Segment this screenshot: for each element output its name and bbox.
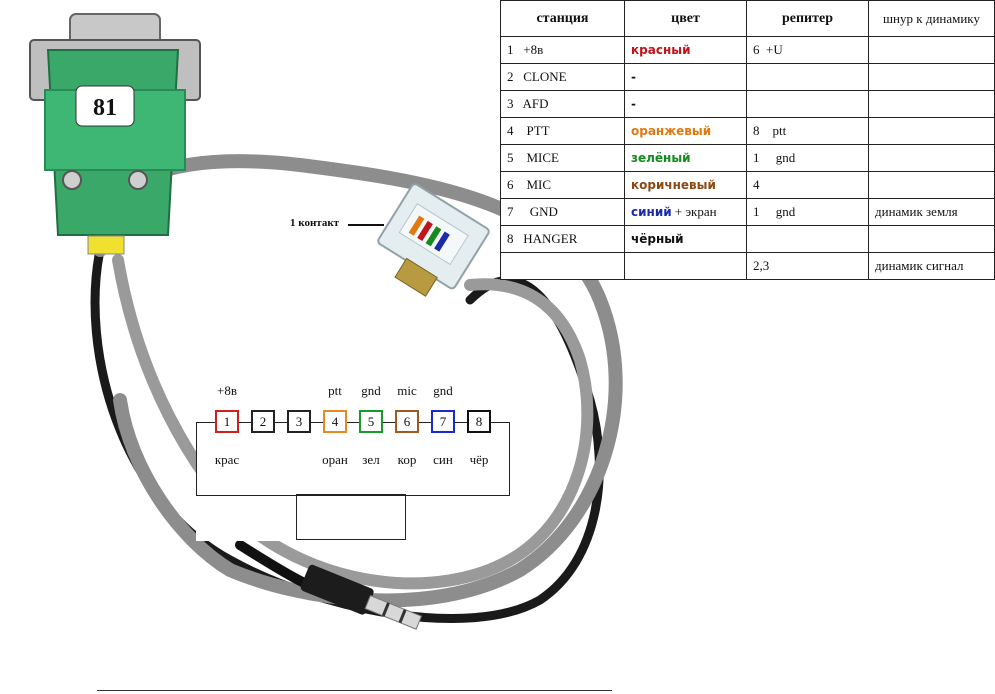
cell-station (500, 252, 625, 280)
header-color: цвет (624, 0, 747, 37)
cell-station: 4 PTT (500, 117, 625, 145)
contact-pointer-line (348, 224, 384, 226)
table-header-row: станция цвет репитер шнур к динамику (500, 0, 995, 37)
pin-color-abbr: зел (362, 452, 380, 467)
table-row: 6 MIC коричневый 4 (500, 171, 995, 199)
color-word: чёрный (631, 232, 684, 246)
cell-repeater: 8 ptt (746, 117, 869, 145)
cell-speaker (868, 63, 995, 91)
header-speaker-cord: шнур к динамику (868, 0, 995, 37)
pin-signal-label: gnd (361, 383, 381, 398)
cell-color: синий + экран (624, 198, 747, 226)
table-row: 1 +8в красный 6 +U (500, 36, 995, 64)
cell-repeater: 2,3 (746, 252, 869, 280)
pin-box: 5 (359, 410, 383, 433)
cell-speaker (868, 171, 995, 199)
color-extra: + экран (671, 204, 717, 219)
cell-station: 1 +8в (500, 36, 625, 64)
color-word: оранжевый (631, 124, 712, 138)
color-word: коричневый (631, 178, 716, 192)
connector-outline (196, 422, 510, 496)
cell-speaker (868, 144, 995, 172)
pin-box: 7 (431, 410, 455, 433)
cell-repeater: 1 gnd (746, 198, 869, 226)
pin-box: 3 (287, 410, 311, 433)
cell-repeater (746, 225, 869, 253)
pin-box: 6 (395, 410, 419, 433)
color-word: красный (631, 43, 691, 57)
cell-repeater (746, 63, 869, 91)
cell-speaker (868, 225, 995, 253)
plug-label: 81 (93, 95, 117, 121)
cell-station: 2 CLONE (500, 63, 625, 91)
cell-station: 6 MIC (500, 171, 625, 199)
cell-speaker: динамик сигнал (868, 252, 995, 280)
table-row: 5 MICE зелёный 1 gnd (500, 144, 995, 172)
color-word: синий (631, 205, 672, 219)
pin-box: 2 (251, 410, 275, 433)
contact-label: 1 контакт (290, 217, 340, 229)
cell-station: 3 AFD (500, 90, 625, 118)
pin-color-abbr: крас (214, 452, 240, 467)
cell-repeater (746, 90, 869, 118)
connector-latch-outline (296, 494, 406, 540)
cell-speaker (868, 90, 995, 118)
cell-color: - (624, 63, 747, 91)
cell-color: коричневый (624, 171, 747, 199)
pin-color-abbr: чёр (469, 452, 489, 467)
pin-signal-label: mic (397, 383, 417, 398)
rj45-plug (377, 183, 490, 297)
audio-jack (300, 564, 423, 630)
pin-table: станция цвет репитер шнур к динамику 1 +… (500, 0, 995, 280)
pin-color-abbr: син (433, 452, 453, 467)
table-row: 3 AFD- (500, 90, 995, 118)
cell-repeater: 6 +U (746, 36, 869, 64)
cell-station: 5 MICE (500, 144, 625, 172)
pin-box: 8 (467, 410, 491, 433)
color-word: зелёный (631, 151, 691, 165)
pin-box: 4 (323, 410, 347, 433)
bottom-rule (97, 690, 612, 691)
cell-color: - (624, 90, 747, 118)
pin-signal-label: ptt (328, 383, 342, 398)
cell-speaker (868, 36, 995, 64)
cell-color: оранжевый (624, 117, 747, 145)
pin-signal-label: +8в (217, 383, 237, 398)
pin-color-abbr: оран (322, 452, 348, 467)
cell-color: красный (624, 36, 747, 64)
table-row: 4 PTT оранжевый 8 ptt (500, 117, 995, 145)
table-row: 2 CLONE- (500, 63, 995, 91)
color-word: - (631, 70, 636, 84)
cell-color: чёрный (624, 225, 747, 253)
cell-repeater: 1 gnd (746, 144, 869, 172)
header-repeater: репитер (746, 0, 869, 37)
grey-cable-inner (112, 254, 594, 590)
cell-repeater: 4 (746, 171, 869, 199)
cell-speaker (868, 117, 995, 145)
cell-station: 8 HANGER (500, 225, 625, 253)
grey-cable-outer (92, 154, 623, 608)
cell-speaker: динамик земля (868, 198, 995, 226)
pin-color-abbr: кор (397, 452, 417, 467)
cell-color (624, 252, 747, 280)
db9-connector: 81 (29, 13, 201, 255)
header-station: станция (500, 0, 625, 37)
color-word: - (631, 97, 636, 111)
cell-station: 7 GND (500, 198, 625, 226)
cell-color: зелёный (624, 144, 747, 172)
pin-box: 1 (215, 410, 239, 433)
table-row: 8 HANGER чёрный (500, 225, 995, 253)
pin-signal-label: gnd (433, 383, 453, 398)
